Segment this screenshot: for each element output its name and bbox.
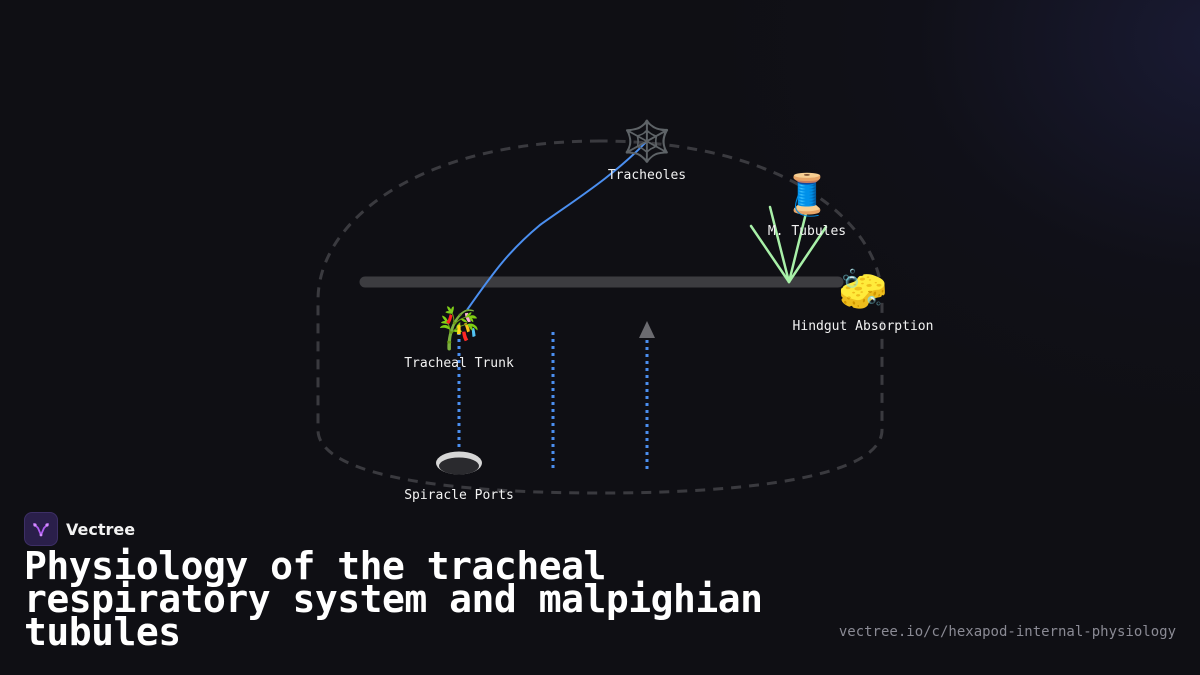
node-label-spiracle-ports: Spiracle Ports bbox=[404, 488, 514, 503]
brand: Vectree bbox=[24, 512, 135, 546]
malpighian-tubule-strands bbox=[749, 205, 828, 284]
tubule-strand bbox=[787, 225, 828, 284]
tanabata-tree-icon: 🎋 bbox=[434, 305, 484, 352]
node-label-hindgut-absorption: Hindgut Absorption bbox=[793, 319, 934, 334]
tracheal-branch-line bbox=[466, 140, 648, 311]
tubule-strand bbox=[768, 205, 791, 284]
sponge-icon: 🧽 bbox=[838, 267, 892, 313]
source-url: vectree.io/c/hexapod-internal-physiology bbox=[838, 624, 1176, 640]
page-title: Physiology of the tracheal respiratory s… bbox=[24, 544, 763, 654]
brand-name: Vectree bbox=[66, 519, 136, 539]
airflow-arrow-icon bbox=[639, 321, 655, 338]
node-label-tracheal-trunk: Tracheal Trunk bbox=[404, 356, 514, 371]
thread-spool-icon: 🧵 bbox=[782, 171, 832, 218]
spider-web-icon: 🕸️ bbox=[622, 118, 672, 165]
tubule-strand bbox=[787, 211, 808, 284]
node-label-tracheoles: Tracheoles bbox=[608, 168, 686, 183]
spiracle-opening-icon bbox=[436, 451, 482, 475]
vectree-logo-icon bbox=[24, 512, 58, 546]
tubule-strand bbox=[749, 224, 791, 284]
body-outline bbox=[316, 139, 884, 495]
node-label-malpighian-tubules: M. Tubules bbox=[768, 224, 846, 239]
